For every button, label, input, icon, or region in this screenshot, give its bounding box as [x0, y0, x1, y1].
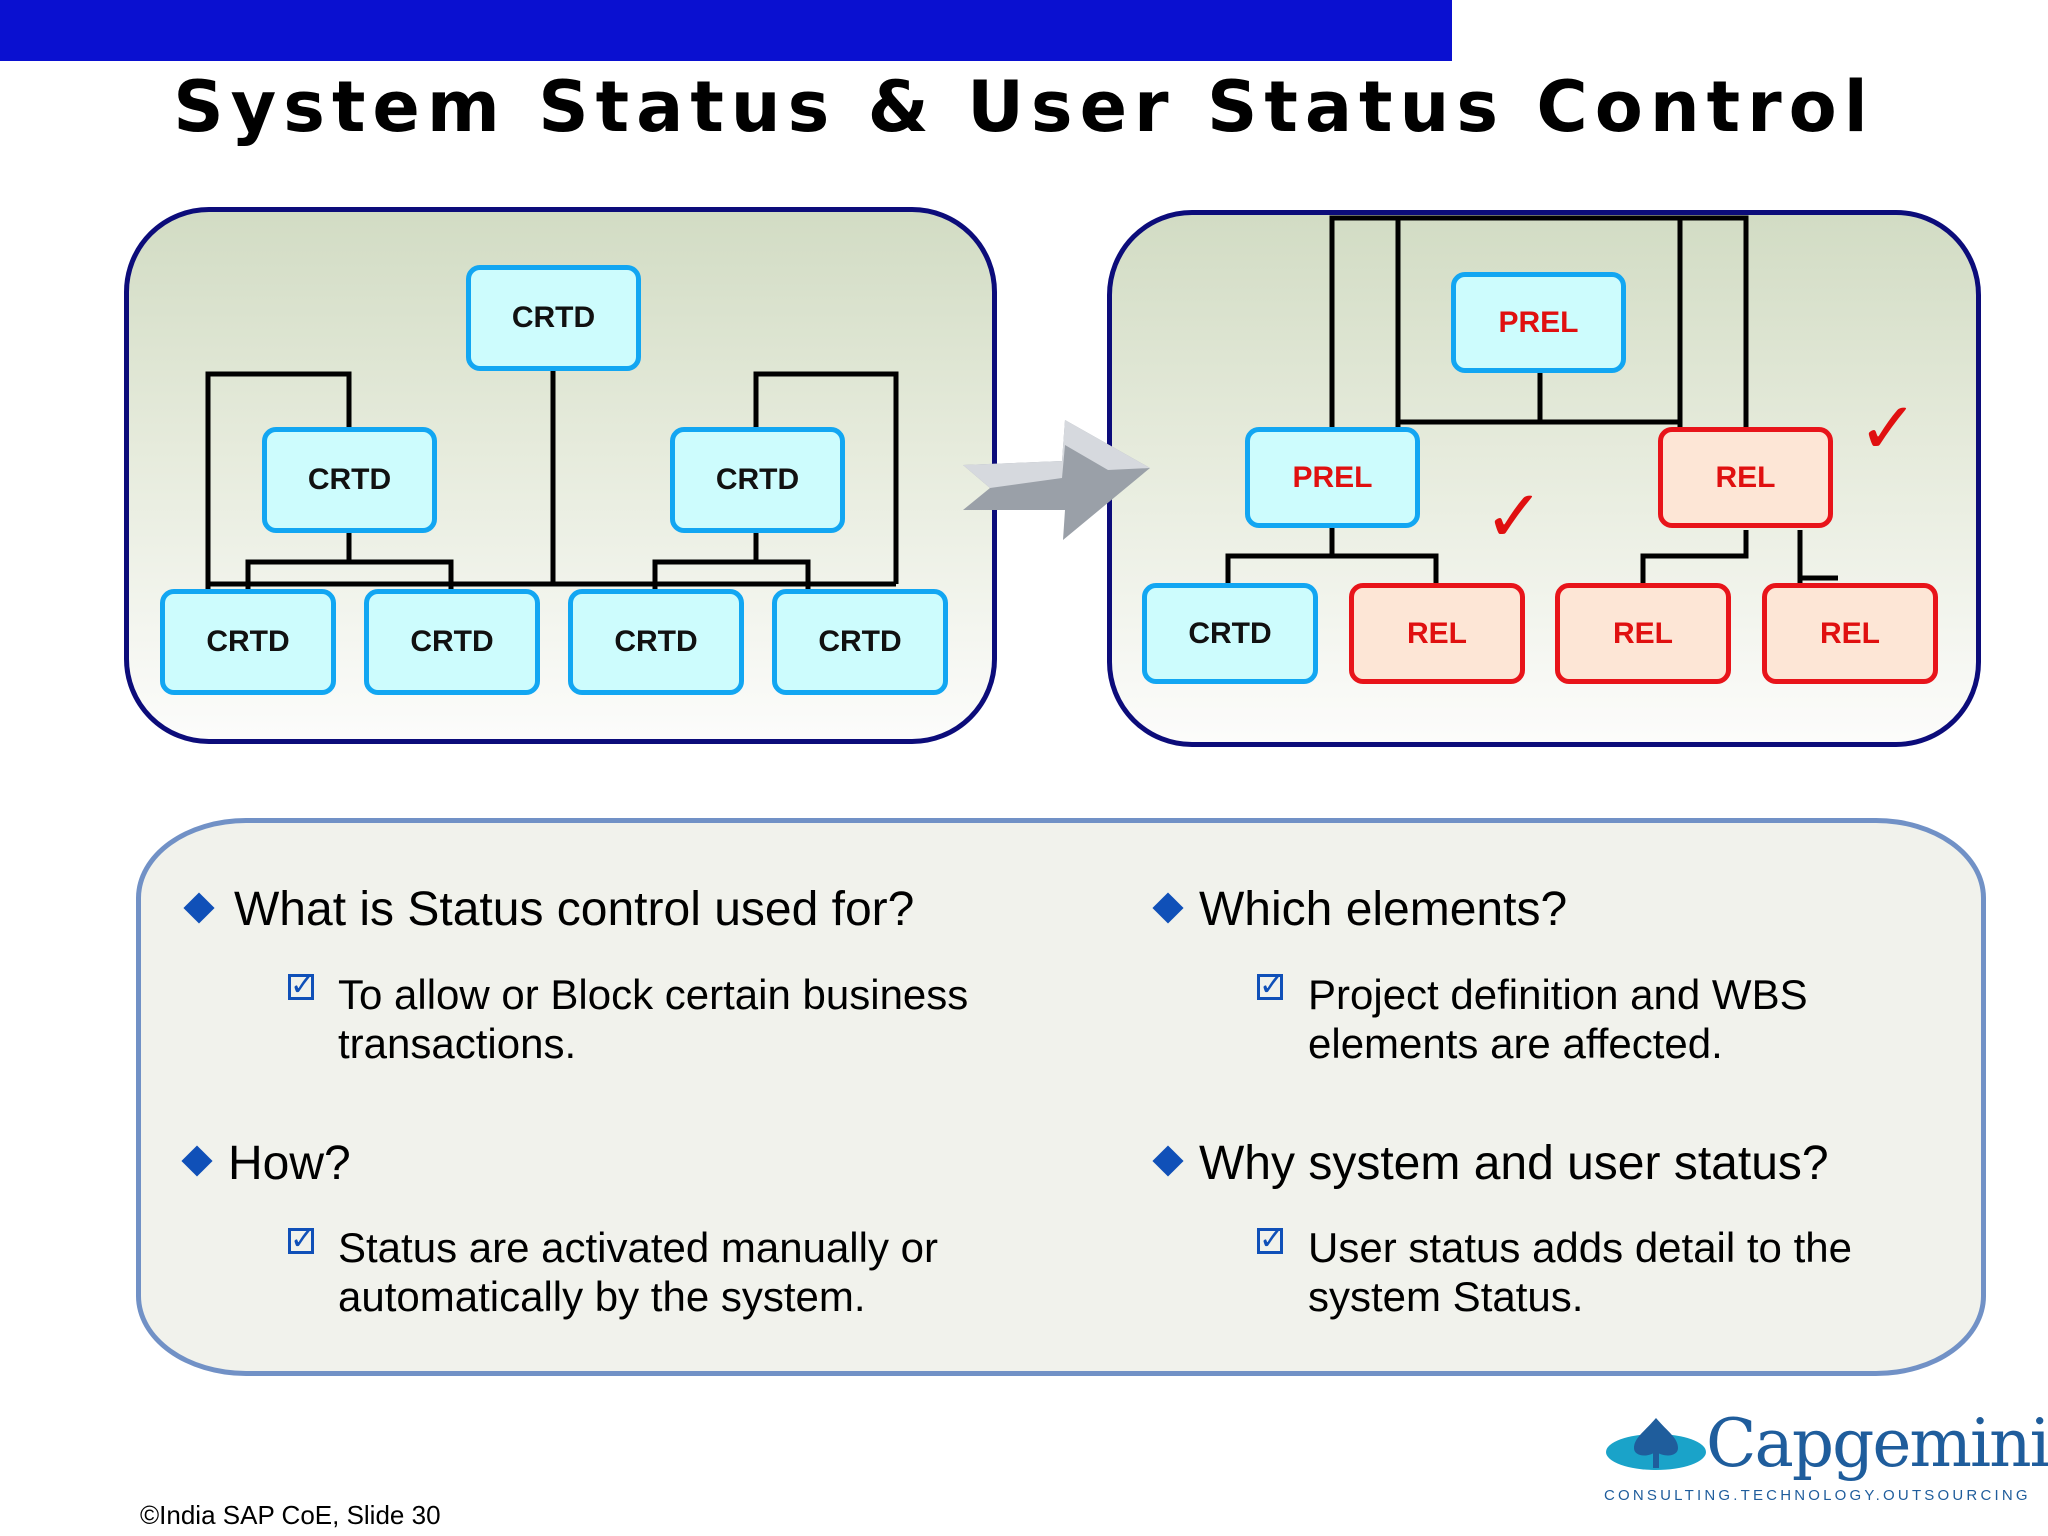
logo-wordmark: Capgemini [1706, 1405, 2048, 1482]
red-check-icon: ✓ [1858, 386, 1919, 470]
left-level3-node: CRTD [772, 589, 948, 695]
left-level3-node: CRTD [568, 589, 744, 695]
answer-line: transactions. [338, 1020, 577, 1067]
arrow-right-icon [963, 420, 1150, 540]
answer-line: To allow or Block certain business [338, 971, 969, 1018]
left-level2-node: CRTD [262, 427, 437, 533]
slide-footer: ©India SAP CoE, Slide 30 [140, 1500, 441, 1530]
red-check-icon: ✓ [1484, 474, 1545, 558]
question-text: Why system and user status? [1199, 1137, 1829, 1190]
answer-text: To allow or Block certain business trans… [338, 970, 968, 1068]
right-level3-node: REL [1762, 583, 1938, 684]
question-text: How? [228, 1137, 351, 1190]
answer-line: Project definition and WBS [1308, 971, 1808, 1018]
left-level3-node: CRTD [364, 589, 540, 695]
diagram-connectors [205, 215, 1838, 590]
checkbox-checked-icon: ✓ [288, 969, 316, 1002]
right-root-node: PREL [1451, 272, 1626, 373]
answer-line: Status are activated manually or [338, 1224, 938, 1271]
capgemini-spade-logo-icon [1606, 1418, 1706, 1470]
answer-line: elements are affected. [1308, 1020, 1723, 1067]
answer-line: automatically by the system. [338, 1273, 866, 1320]
answer-text: Status are activated manually or automat… [338, 1223, 938, 1321]
logo-tagline: CONSULTING.TECHNOLOGY.OUTSOURCING [1604, 1487, 2031, 1504]
right-level3-node: CRTD [1142, 583, 1318, 684]
checkbox-checked-icon: ✓ [288, 1223, 316, 1256]
left-root-node: CRTD [466, 265, 641, 371]
right-level3-node: REL [1555, 583, 1731, 684]
checkbox-checked-icon: ✓ [1257, 1223, 1285, 1256]
qa-panel [136, 818, 1986, 1376]
left-level3-node: CRTD [160, 589, 336, 695]
right-level2-node: REL [1658, 427, 1833, 528]
right-level3-node: REL [1349, 583, 1525, 684]
answer-line: system Status. [1308, 1273, 1584, 1320]
answer-text: Project definition and WBS elements are … [1308, 970, 1808, 1068]
answer-line: User status adds detail to the [1308, 1224, 1852, 1271]
answer-text: User status adds detail to the system St… [1308, 1223, 1852, 1321]
question-text: Which elements? [1199, 883, 1568, 936]
checkbox-checked-icon: ✓ [1257, 969, 1285, 1002]
left-level2-node: CRTD [670, 427, 845, 533]
right-level2-node: PREL [1245, 427, 1420, 528]
top-accent-bar [0, 0, 1452, 61]
question-text: What is Status control used for? [234, 883, 915, 936]
slide-title: System Status & User Status Control [173, 66, 1875, 148]
